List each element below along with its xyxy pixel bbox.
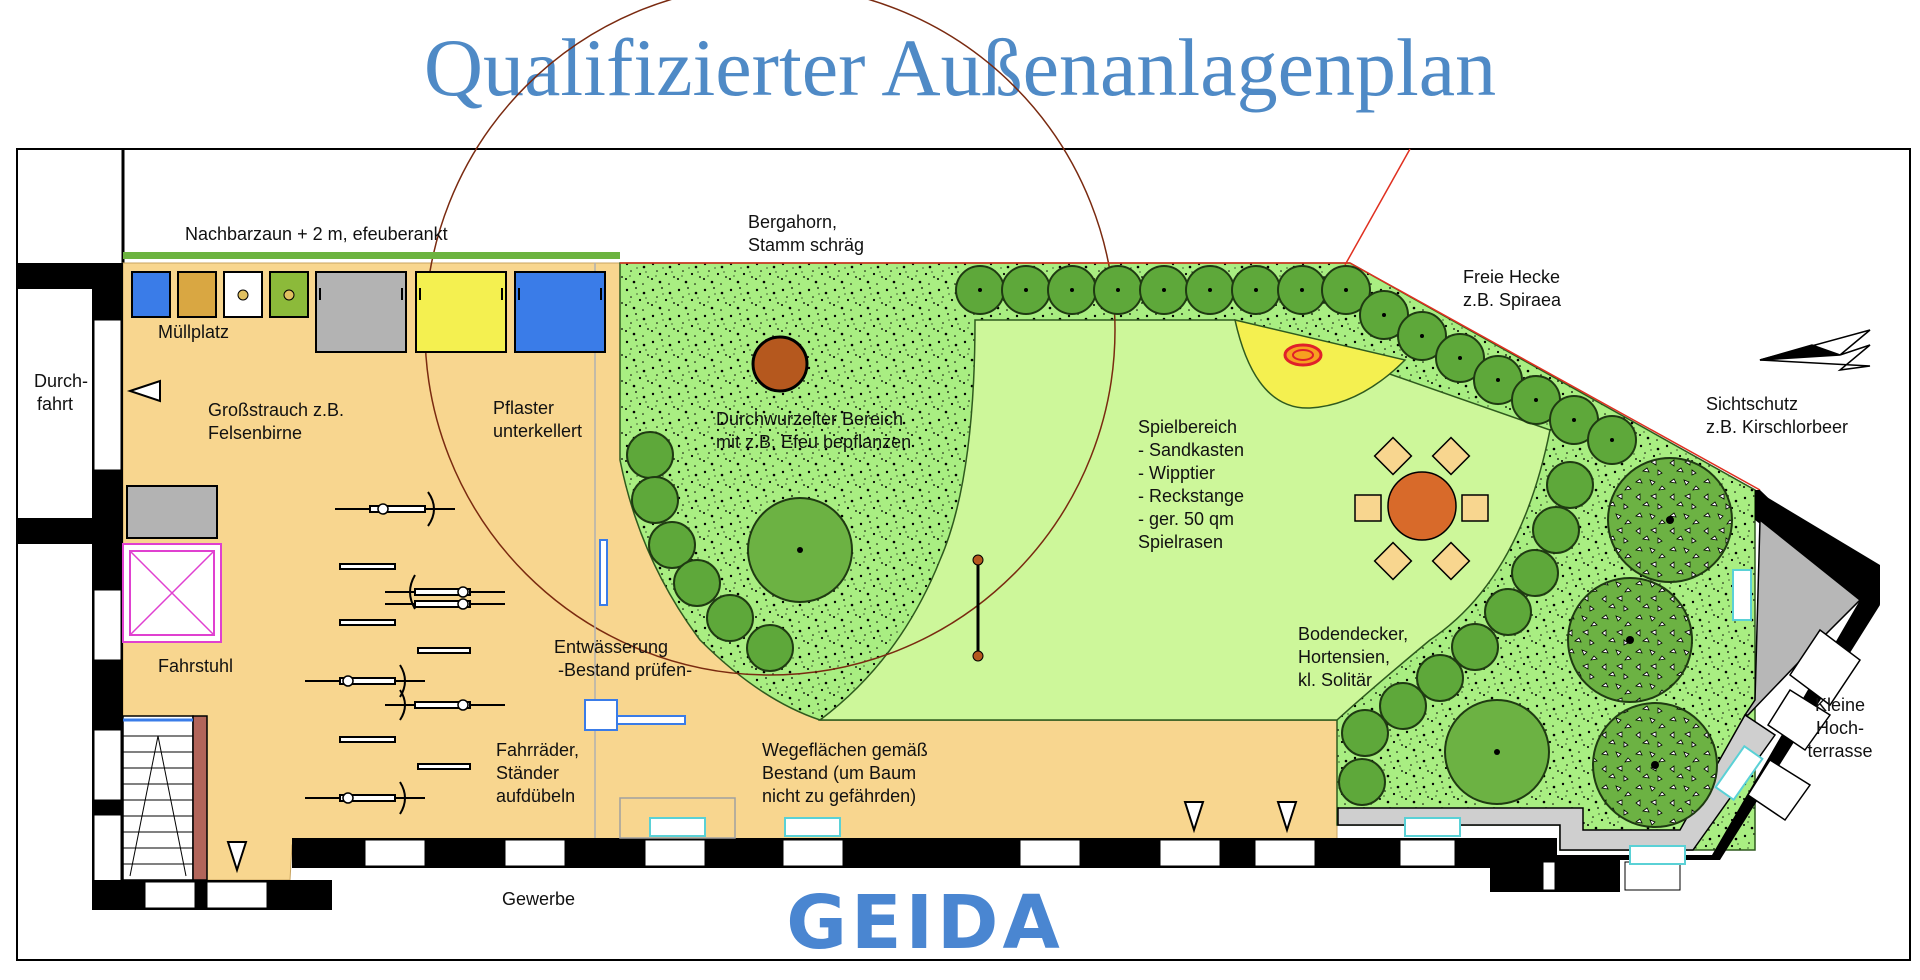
rocking-animal bbox=[1283, 343, 1323, 367]
entrance-marker bbox=[226, 841, 248, 874]
label-play: - Sandkasten bbox=[1138, 440, 1244, 460]
drain-channel bbox=[599, 539, 608, 606]
geida-logo: GEIDA bbox=[786, 880, 1064, 966]
label-groundcover: Hortensien, bbox=[1298, 647, 1390, 667]
label-privacy: Sichtschutz bbox=[1706, 394, 1798, 414]
label-maple: Stamm schräg bbox=[748, 235, 864, 255]
label-terrace: Hoch- bbox=[1816, 718, 1864, 738]
label-shrub: Großstrauch z.B. bbox=[208, 400, 344, 420]
drain-inlet bbox=[584, 699, 618, 731]
label-play: Spielrasen bbox=[1138, 532, 1223, 552]
label-fence: Nachbarzaun + 2 m, efeuberankt bbox=[185, 224, 448, 244]
label-terrace: terrasse bbox=[1807, 741, 1872, 761]
label-lift: Fahrstuhl bbox=[158, 656, 233, 676]
label-root-zone: mit z.B. Efeu bepflanzen bbox=[716, 432, 911, 452]
label-terrace: Kleine bbox=[1815, 695, 1865, 715]
sandbox bbox=[1234, 318, 1407, 409]
label-passage: Durch- bbox=[34, 371, 88, 391]
entrance-marker bbox=[1183, 801, 1205, 834]
label-groundcover: Bodendecker, bbox=[1298, 624, 1408, 644]
label-paths: nicht zu gefährden) bbox=[762, 786, 916, 806]
label-paths: Bestand (um Baum bbox=[762, 763, 916, 783]
plan-title: Qualifizierter Außenanlagenplan bbox=[424, 22, 1496, 113]
neighbor-fence bbox=[123, 252, 620, 259]
north-arrow bbox=[1759, 329, 1871, 372]
label-play: Spielbereich bbox=[1138, 417, 1237, 437]
hedge-left bbox=[626, 431, 794, 672]
label-maple: Bergahorn, bbox=[748, 212, 837, 232]
bike-racks bbox=[305, 491, 505, 815]
label-groundcover: kl. Solitär bbox=[1298, 670, 1372, 690]
entrance-marker bbox=[126, 379, 161, 403]
label-business: Gewerbe bbox=[502, 889, 575, 909]
hedge-top-dots bbox=[978, 288, 1614, 442]
label-play: - ger. 50 qm bbox=[1138, 509, 1234, 529]
label-play: - Wipptier bbox=[1138, 463, 1215, 483]
staircase bbox=[122, 715, 208, 881]
label-drainage: Entwässerung bbox=[554, 637, 668, 657]
label-bikes: Ständer bbox=[496, 763, 559, 783]
maple-trunk bbox=[751, 335, 809, 393]
label-privacy: z.B. Kirschlorbeer bbox=[1706, 417, 1848, 437]
label-waste: Müllplatz bbox=[158, 322, 229, 342]
hedge-right bbox=[1338, 461, 1594, 806]
entrance-marker bbox=[1276, 801, 1298, 834]
label-bikes: aufdübeln bbox=[496, 786, 575, 806]
label-drainage: -Bestand prüfen- bbox=[558, 660, 692, 680]
label-passage: fahrt bbox=[37, 394, 73, 414]
building-walls bbox=[17, 263, 1880, 910]
table-with-chairs bbox=[1354, 436, 1489, 581]
lawn-area bbox=[817, 319, 1551, 721]
label-shrub: Felsenbirne bbox=[208, 423, 302, 443]
label-bikes: Fahrräder, bbox=[496, 740, 579, 760]
label-root-zone: Durchwurzelter Bereich bbox=[716, 409, 903, 429]
label-paving: unterkellert bbox=[493, 421, 582, 441]
label-play: - Reckstange bbox=[1138, 486, 1244, 506]
label-hedge: z.B. Spiraea bbox=[1463, 290, 1562, 310]
storage-box bbox=[126, 485, 218, 539]
label-paths: Wegeflächen gemäß bbox=[762, 740, 928, 760]
waste-bins bbox=[131, 271, 606, 353]
label-hedge: Freie Hecke bbox=[1463, 267, 1560, 287]
plan-frame bbox=[16, 148, 1911, 961]
label-paving: Pflaster bbox=[493, 398, 554, 418]
